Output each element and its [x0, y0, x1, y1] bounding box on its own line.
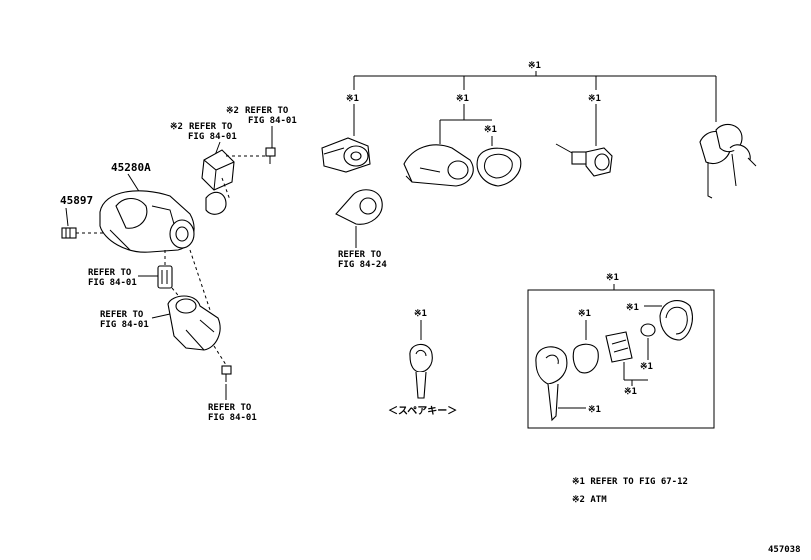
refer-to-mid: REFER TO: [88, 268, 132, 278]
trunk-lock-cylinder-part: [555, 143, 613, 177]
key-assy-box: [527, 289, 715, 429]
note-mark1-battery: ※1: [640, 362, 653, 372]
battery-part: [640, 323, 656, 337]
note-mark1-spare: ※1: [414, 309, 427, 319]
ref-fig-84-01-bottom: FIG 84-01: [208, 413, 257, 423]
refer-to-cap: REFER TO: [338, 250, 382, 260]
note-mark1-tree: ※1: [528, 61, 541, 71]
note-mark1-gasket: ※1: [484, 125, 497, 135]
small-screw-bottom: [221, 365, 232, 382]
key-cover-part: [659, 300, 693, 341]
lock-cylinder-housing-part: [403, 144, 474, 187]
ref-fig-84-01-lower: FIG 84-01: [100, 320, 149, 330]
note-mark1-key-cover: ※1: [626, 303, 639, 313]
figure-id: 457038: [768, 545, 801, 555]
small-screw-top: [265, 147, 276, 164]
refer-to-top: REFER TO: [245, 106, 289, 116]
transmitter-board-part: [605, 331, 633, 363]
note-mark1-key-head: ※1: [588, 405, 601, 415]
key-board-part: [572, 343, 599, 374]
ref-fig-84-01-top: FIG 84-01: [248, 116, 297, 126]
note-mark1-cyl3: ※1: [588, 94, 601, 104]
part-number-45897: 45897: [60, 194, 93, 207]
ref-fig-84-01-mid: FIG 84-01: [88, 278, 137, 288]
clip-part: [205, 191, 227, 215]
note-mark1-cyl2: ※1: [456, 94, 469, 104]
note-mark2-switch: ※2: [170, 122, 183, 132]
note-mark1-cyl1: ※1: [346, 94, 359, 104]
refer-to-lower: REFER TO: [100, 310, 144, 320]
ignition-switch-part: [167, 295, 221, 351]
connector-part: [157, 265, 173, 289]
ref-fig-84-01-switch: FIG 84-01: [188, 132, 237, 142]
refer-to-switch: REFER TO: [189, 122, 233, 132]
legend-note-2: ※2 ATM: [572, 495, 607, 505]
note-mark1-key-board: ※1: [578, 309, 591, 319]
note-mark2-top: ※2: [226, 106, 239, 116]
refer-to-bottom: REFER TO: [208, 403, 252, 413]
spare-key-caption: ＜スペアキー＞: [388, 405, 457, 417]
note-mark1-battery-cover: ※1: [624, 387, 637, 397]
note-mark1-box: ※1: [606, 273, 619, 283]
gasket-part: [476, 147, 522, 187]
spare-key-part: [409, 343, 433, 399]
bolt-45897-part: [61, 227, 104, 239]
part-number-45280a: 45280A: [111, 161, 151, 174]
cylinder-cap-part: [335, 189, 383, 225]
legend-note-1: ※1 REFER TO FIG 67-12: [572, 477, 688, 487]
key-set-part: [699, 123, 757, 199]
key-head-part: [535, 346, 568, 422]
steering-lock-body-part: [99, 190, 195, 253]
atm-switch-part: [201, 149, 235, 191]
ref-fig-84-24: FIG 84-24: [338, 260, 387, 270]
door-lock-cylinder-part: [321, 137, 371, 173]
